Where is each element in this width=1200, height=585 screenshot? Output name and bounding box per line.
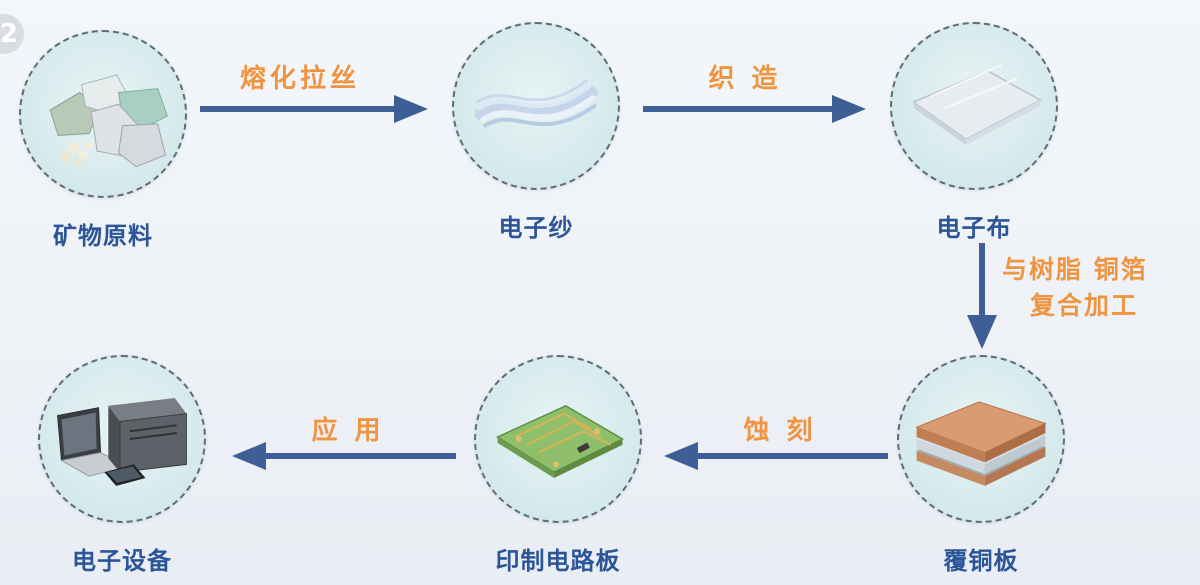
step-label-composite: 与树脂 铜箔 复合加工 bbox=[1002, 252, 1148, 324]
node-label-cloth: 电子布 bbox=[936, 214, 1012, 242]
node-label-mineral: 矿物原料 bbox=[53, 222, 153, 250]
yarn-icon bbox=[452, 22, 620, 190]
node-label-ccl: 覆铜板 bbox=[943, 547, 1019, 575]
arrow-weave bbox=[643, 95, 866, 123]
step-label-apply: 应 用 bbox=[311, 416, 385, 446]
node-device: 电子设备 bbox=[34, 355, 210, 576]
pcb-icon bbox=[474, 355, 642, 523]
copper-laminate-icon bbox=[897, 355, 1065, 523]
arrow-composite bbox=[967, 243, 997, 349]
node-label-yarn: 电子纱 bbox=[498, 214, 574, 242]
step-label-weave: 织 造 bbox=[708, 64, 782, 94]
step-label-composite-line2: 复合加工 bbox=[1030, 291, 1139, 320]
node-cloth: 电子布 bbox=[886, 22, 1062, 243]
cloth-icon bbox=[890, 22, 1058, 190]
mineral-icon bbox=[19, 30, 187, 198]
node-label-device: 电子设备 bbox=[72, 547, 172, 575]
step-label-melt: 熔化拉丝 bbox=[239, 64, 360, 94]
step-label-etch: 蚀 刻 bbox=[743, 416, 817, 446]
electronic-devices-icon bbox=[38, 355, 206, 523]
node-ccl: 覆铜板 bbox=[893, 355, 1069, 576]
node-mineral: 矿物原料 bbox=[15, 30, 191, 251]
arrow-etch bbox=[664, 442, 888, 470]
node-label-pcb: 印制电路板 bbox=[495, 547, 621, 575]
arrow-apply bbox=[232, 442, 456, 470]
node-pcb: 印制电路板 bbox=[470, 355, 646, 576]
arrow-melt bbox=[200, 95, 428, 123]
node-yarn: 电子纱 bbox=[448, 22, 624, 243]
step-label-composite-line1: 与树脂 铜箔 bbox=[1002, 255, 1148, 284]
